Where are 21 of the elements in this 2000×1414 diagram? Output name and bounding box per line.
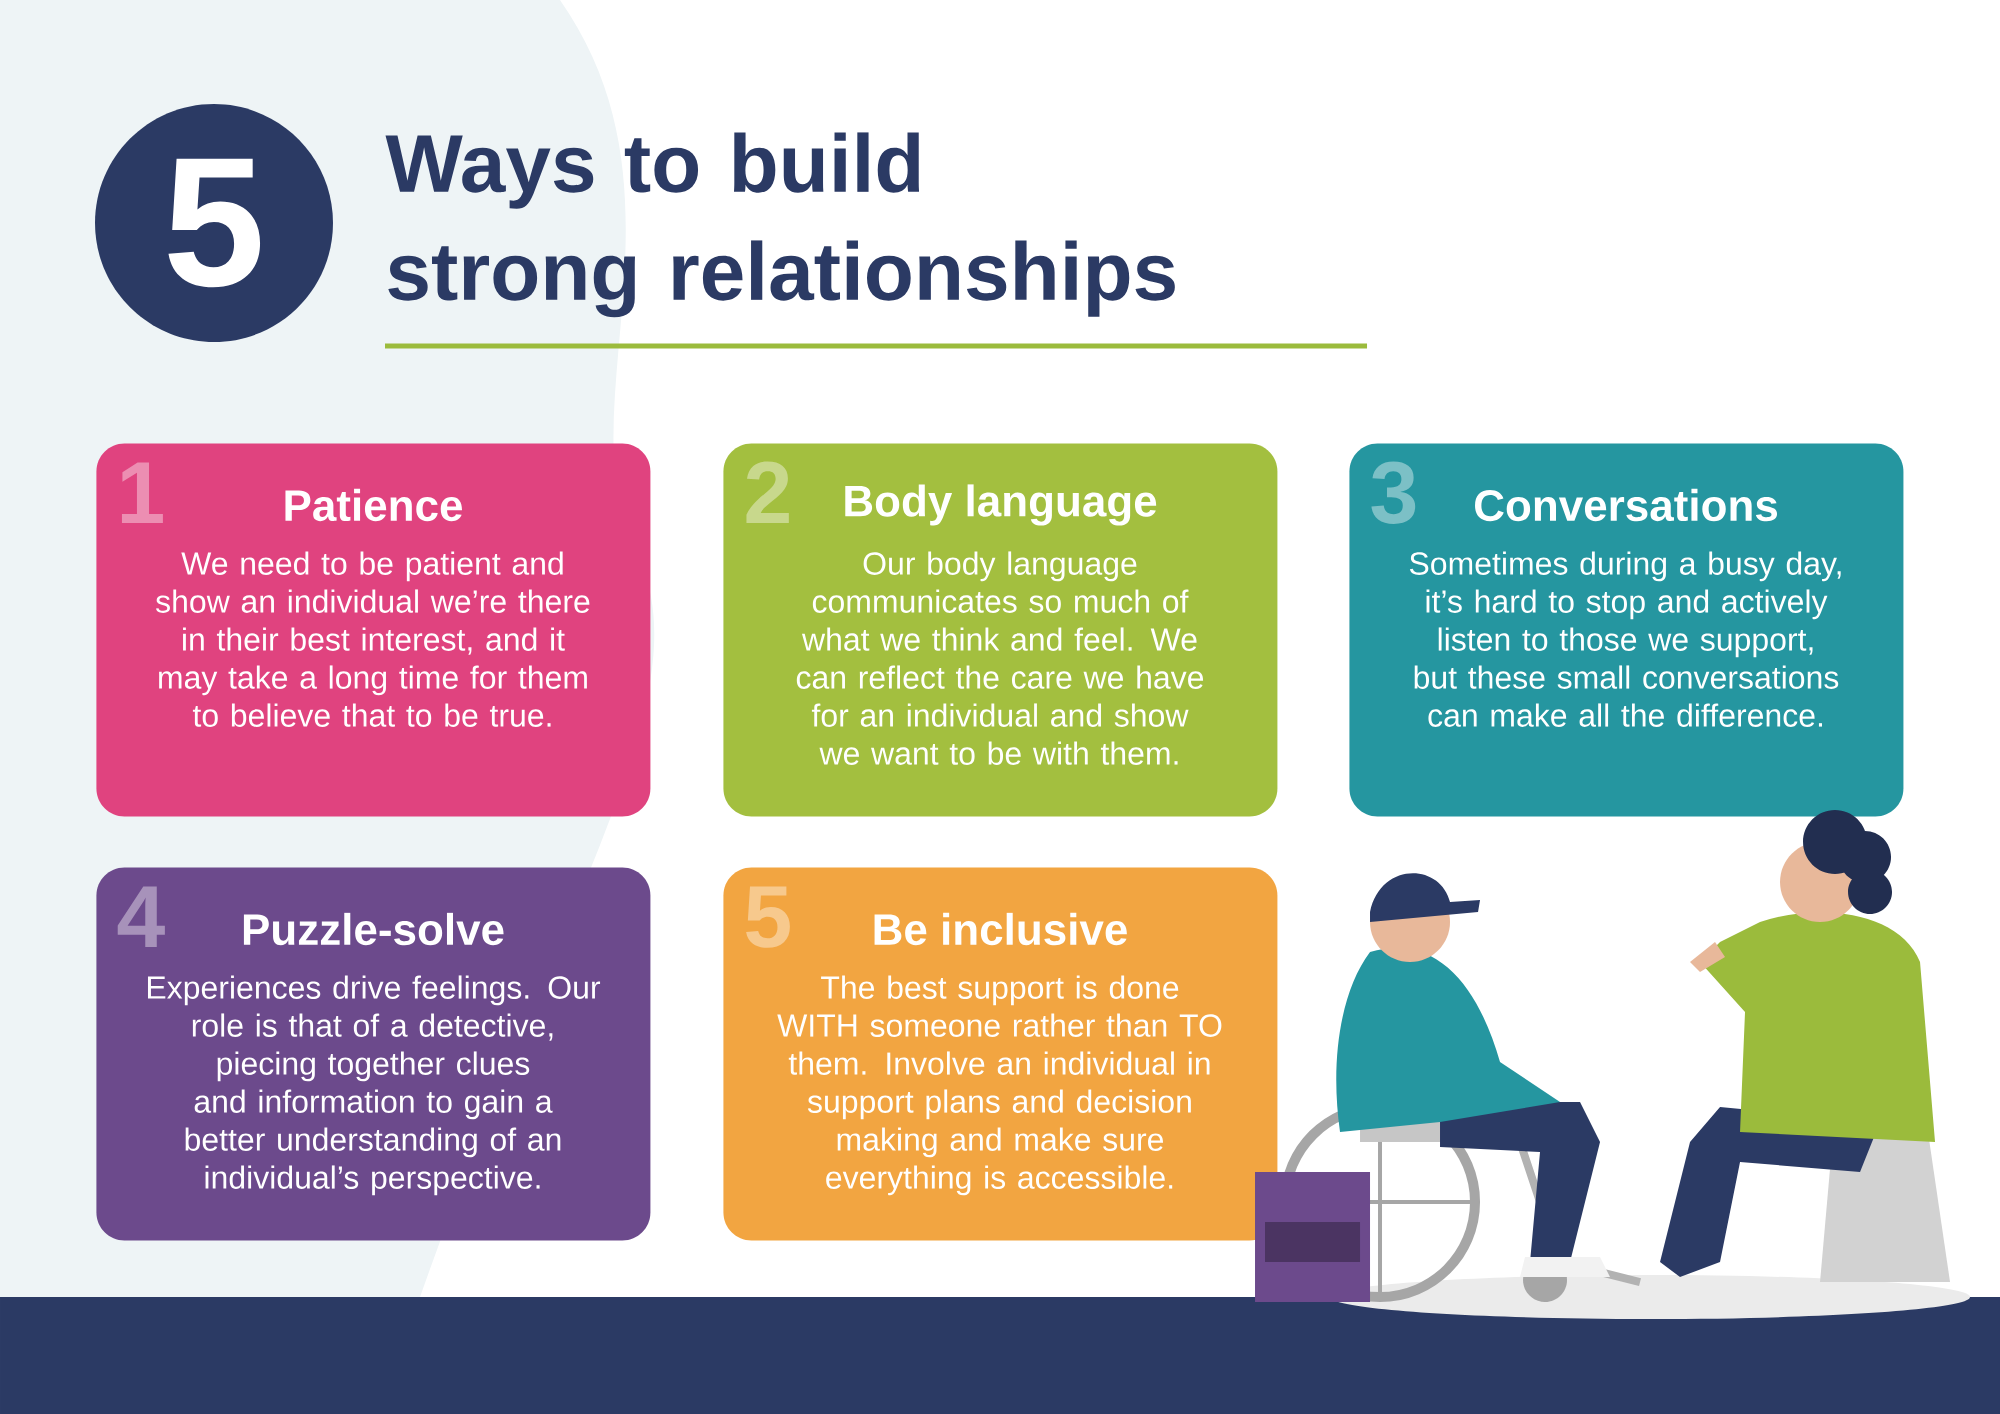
card-text: Our body language communicates so much of what we think and feel. We can reflect the care we have for an individual and show we want to be with them. [796, 551, 1204, 765]
info-card [1349, 443, 1904, 817]
card-text: Sometimes during a busy day, it’s hard to stop and actively listen to those we support, but these small conversations can make all the difference. [1409, 551, 1841, 727]
info-card [96, 443, 651, 817]
info-card [96, 867, 651, 1241]
card-number: 3 [1371, 461, 1416, 524]
card-number: 2 [746, 461, 789, 523]
card-text: The best support is done WITH someone rather than TO them. Involve an individual in support plans and decision making and make sure everything is accessible. [777, 975, 1222, 1196]
card-heading: Body language [845, 484, 1157, 526]
title: Ways to build strong relationships [385, 132, 1175, 318]
card-number: 5 [746, 886, 790, 948]
card-heading: Conversations [1475, 488, 1778, 522]
card-heading: Patience [285, 488, 462, 522]
card-text: We need to be patient and show an individual we’re there in their best interest, and it may take a long time for them to believe that to be true. [156, 551, 590, 727]
card-number: 1 [121, 462, 163, 523]
card-text: Experiences drive feelings. Our role is that of a detective, piecing together clues and information to gain a better understanding of an individual’s perspective. [148, 975, 601, 1196]
card-number: 4 [117, 886, 165, 947]
card-heading: Puzzle-solve [243, 912, 504, 946]
info-card [723, 867, 1278, 1241]
card-heading: Be inclusive [874, 912, 1127, 946]
info-card [723, 443, 1278, 817]
